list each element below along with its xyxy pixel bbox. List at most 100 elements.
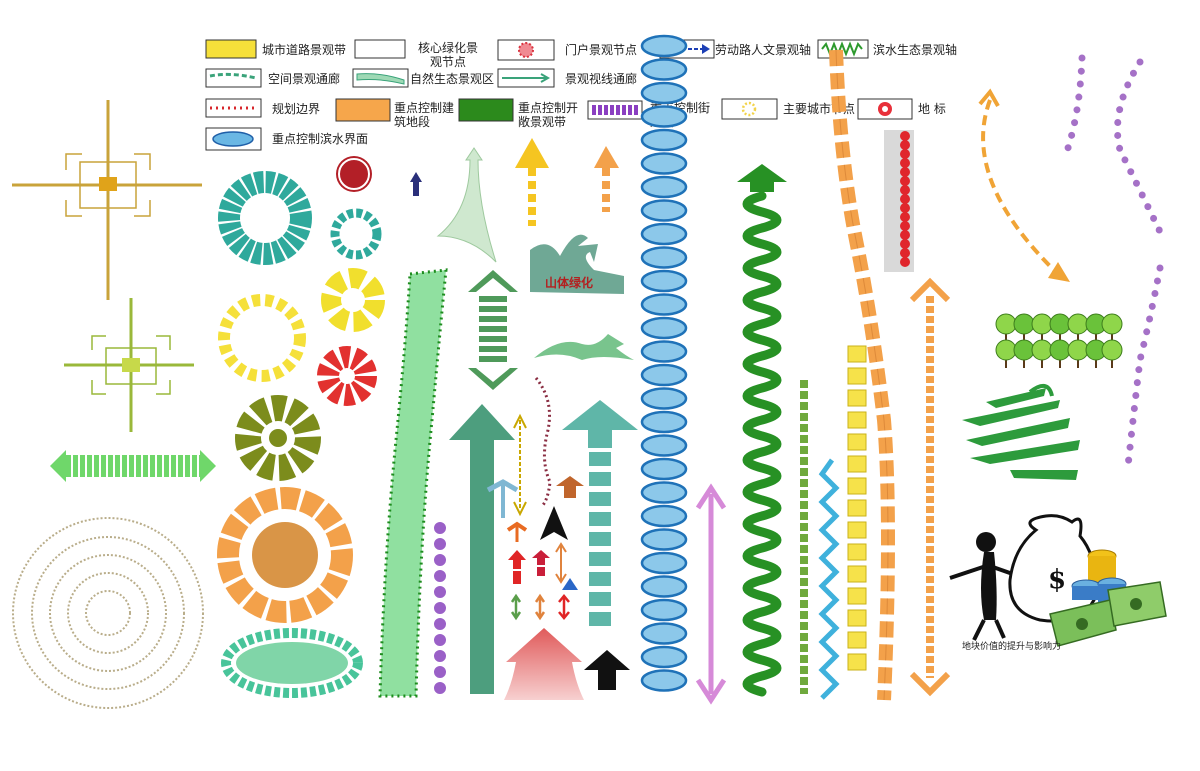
legend-swatch-road-belt: [205, 39, 257, 59]
red-dot: [900, 185, 910, 195]
yellow-square: [847, 455, 867, 473]
blue-ellipse: [640, 316, 688, 340]
legend-label: 筑地段: [394, 114, 430, 129]
blue-ellipse: [640, 575, 688, 598]
yellow-square: [847, 543, 867, 561]
teal-large-up-arrow-icon: [449, 404, 515, 694]
blue-ellipse: [640, 81, 688, 105]
blue-ellipse: [640, 410, 688, 434]
tree-icon: [1067, 313, 1089, 335]
legend-label: 重点控制开: [518, 101, 578, 115]
tree-row-icon: [995, 313, 1123, 368]
tree-icon: [995, 313, 1017, 335]
red-dot: [900, 221, 910, 231]
legend-label: 自然生态景观区: [410, 71, 494, 86]
pink-double-arrow-icon: [695, 483, 727, 705]
yellow-square: [847, 477, 867, 495]
legend-label: 门户景观节点: [565, 42, 637, 57]
legend-swatch-core-green: [354, 39, 406, 59]
legend-label: 城市道路景观带: [262, 42, 346, 57]
yellow-square: [847, 565, 867, 583]
red-pinwheel-icon: [317, 346, 377, 406]
concentric-ripple-icon: [12, 517, 204, 709]
red-gradient-arrow-icon: [504, 628, 584, 700]
tree-icon: [1101, 313, 1123, 335]
blue-ellipse: [640, 199, 688, 222]
tree-icon: [1101, 339, 1123, 361]
legend-swatch-boundary: [205, 98, 262, 118]
purple-dotted-lines-icon: [1064, 54, 1168, 470]
blue-ellipse: [640, 222, 688, 246]
tree-icon: [1049, 313, 1071, 335]
red-dot: [900, 158, 910, 168]
city-node-icon: [741, 101, 757, 117]
orange-dashed-arrow-curve-icon: [978, 88, 1070, 282]
olive-sunburst-icon: [235, 395, 321, 481]
blue-ellipse: [640, 434, 688, 457]
teal-ring-small-icon: [330, 208, 382, 260]
money-bag-illustration: $ 地块价值的提升与影响力: [949, 514, 1167, 652]
blue-ellipse: [640, 175, 688, 199]
red-dot: [900, 203, 910, 213]
legend-label: 观节点: [430, 55, 466, 69]
blue-ellipse: [640, 152, 688, 175]
blue-ellipse: [640, 504, 688, 528]
legend-label: 地 标: [918, 102, 946, 116]
brown-arrow-icon: [556, 476, 584, 498]
legend-label: 规划边界: [272, 101, 320, 116]
red-dot: [900, 212, 910, 222]
orange-thin-double-arrow-icon: [555, 542, 567, 584]
navy-small-arrow-icon: [410, 172, 422, 196]
tree-icon: [1031, 313, 1053, 335]
red-dot: [900, 176, 910, 186]
legend-swatch-city-node: [721, 98, 778, 120]
blue-ellipse: [640, 481, 688, 504]
tiny-double-arrows-row-icon: [510, 593, 570, 621]
gold-crosshair-icon: [12, 100, 202, 300]
legend-label: 空间景观通廊: [268, 71, 340, 86]
yellow-square: [847, 433, 867, 451]
green-zigzag-axis-icon: [737, 164, 787, 697]
green-chevron-ladder-icon: [468, 270, 518, 390]
dollar-sign: $: [1048, 565, 1066, 595]
green-double-arrow-icon: [50, 450, 216, 482]
blue-ellipse-column-icon: [640, 34, 688, 692]
blue-ellipse: [640, 128, 688, 152]
blue-ellipse: [640, 363, 688, 387]
red-dot: [900, 149, 910, 159]
blue-ellipse: [640, 387, 688, 410]
pale-green-sprout-arrow-icon: [436, 147, 497, 263]
blue-ellipse-stack: [640, 34, 688, 692]
yellow-square: [847, 389, 867, 407]
blue-ellipse: [640, 598, 688, 622]
space-corridor-icon: [209, 72, 257, 80]
orange-sun-node-icon: [217, 487, 353, 623]
yellow-square: [847, 367, 867, 385]
legend-swatch-building-control: [335, 98, 391, 122]
yellow-dashed-up-arrow-icon: [515, 138, 549, 226]
yellow-square: [847, 499, 867, 517]
tree-icon: [1031, 339, 1053, 361]
yellow-square: [847, 587, 867, 605]
maroon-dotted-path-icon: [534, 377, 552, 508]
red-dot: [900, 167, 910, 177]
tree-icon: [1013, 339, 1035, 361]
yellow-square: [847, 345, 867, 363]
blue-ellipse: [640, 269, 688, 293]
orange-dashed-up-arrow-icon: [594, 146, 619, 212]
legend-label: 劳动路人文景观轴: [715, 42, 811, 57]
blue-ellipse: [640, 551, 688, 575]
waterfront-interface-icon: [212, 131, 254, 147]
tree-icon: [1067, 339, 1089, 361]
red-dot: [900, 257, 910, 267]
yellow-square: [847, 411, 867, 429]
mint-oval-node-icon: [221, 628, 363, 698]
gate-node-icon: [518, 42, 534, 58]
blue-ellipse: [640, 105, 688, 128]
orange-dashed-double-arrow-icon: [909, 277, 951, 697]
legend-label: 敞景观带: [518, 114, 566, 129]
legend-label: 核心绿化景: [418, 40, 478, 55]
nature-area-icon: [356, 73, 405, 85]
red-arrows-group-icon: [508, 550, 550, 584]
